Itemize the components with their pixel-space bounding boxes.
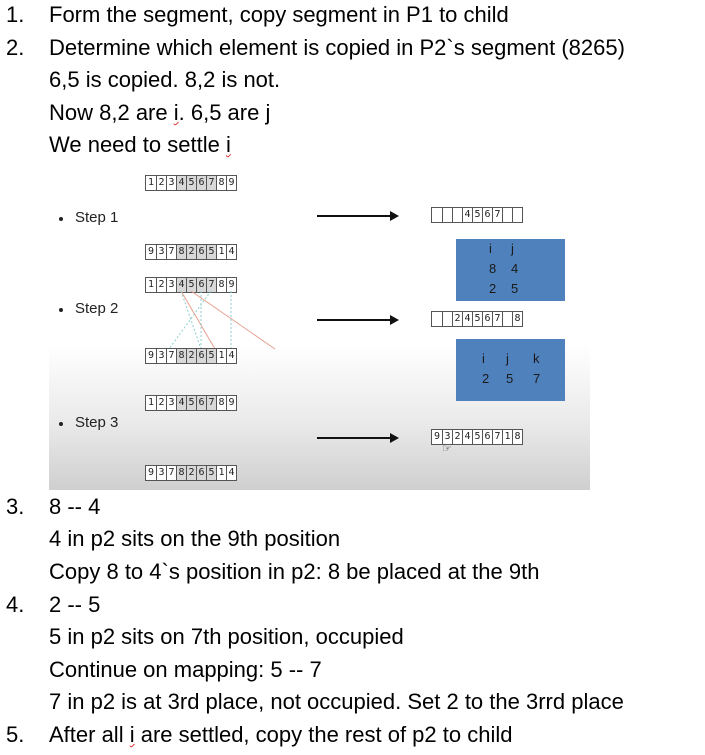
- array-cell: 7: [166, 466, 176, 480]
- array-cell: 2: [156, 278, 166, 292]
- array-cell: [432, 208, 442, 222]
- array-cell: 6: [482, 208, 492, 222]
- array-cell: 7: [206, 396, 216, 410]
- array-cell: 4: [226, 466, 236, 480]
- array-cell: 1: [502, 430, 512, 444]
- array-cell: [432, 312, 442, 326]
- array-cell: 7: [492, 208, 502, 222]
- array-cell: 1: [216, 349, 226, 363]
- array-cell: 7: [492, 312, 502, 326]
- array-cell: 5: [206, 349, 216, 363]
- array-cell: 5: [206, 466, 216, 480]
- array-cell: 7: [166, 349, 176, 363]
- array-cell: 6: [196, 396, 206, 410]
- array-cell: 7: [206, 176, 216, 190]
- array-cell: 2: [186, 466, 196, 480]
- array-cell: 1: [216, 466, 226, 480]
- array-cell: 1: [147, 397, 155, 408]
- mouse-cursor-icon: ☞: [442, 443, 452, 455]
- array-cell: 8: [512, 312, 522, 326]
- array-cell: 8: [176, 245, 186, 259]
- array-cell: [512, 208, 522, 222]
- array-cell: 3: [156, 245, 166, 259]
- array-cell: 6: [482, 430, 492, 444]
- array-cell: 3: [156, 466, 166, 480]
- array-cell: 4: [462, 312, 472, 326]
- array-cell: 5: [472, 312, 482, 326]
- array-cell: 2: [452, 312, 462, 326]
- array-cell: 4: [176, 278, 186, 292]
- array-cell: 6: [196, 176, 206, 190]
- array-cell: 9: [226, 396, 236, 410]
- array-cell: 4: [462, 430, 472, 444]
- array-cell: 5: [186, 176, 196, 190]
- array-cell: 9: [433, 431, 441, 442]
- array-cell: 8: [176, 349, 186, 363]
- array-cell: 3: [166, 396, 176, 410]
- array-cell: [442, 208, 452, 222]
- array-cell: 9: [147, 467, 155, 478]
- array-cell: 5: [472, 430, 482, 444]
- array-cell: 1: [147, 279, 155, 290]
- array-cell: 6: [482, 312, 492, 326]
- array-cell: 2: [156, 396, 166, 410]
- array-cell: 2: [156, 176, 166, 190]
- arrow-step1: [317, 211, 399, 221]
- array-cell: 6: [196, 466, 206, 480]
- arrow-step2: [317, 315, 399, 325]
- array-cell: [442, 312, 452, 326]
- array-cell: 6: [196, 245, 206, 259]
- array-cell: 9: [147, 350, 155, 361]
- array-cell: 5: [186, 396, 196, 410]
- array-cell: 9: [226, 278, 236, 292]
- mapping-box-1: i j 8 4 2 5: [456, 239, 565, 301]
- array-cell: 2: [186, 245, 196, 259]
- array-cell: 1: [147, 177, 155, 188]
- array-cell: 4: [176, 396, 186, 410]
- array-cell: [502, 312, 512, 326]
- array-cell: 5: [186, 278, 196, 292]
- array-cell: 8: [216, 278, 226, 292]
- array-cell: 8: [176, 466, 186, 480]
- array-cell: 4: [226, 245, 236, 259]
- array-cell: 3: [156, 349, 166, 363]
- array-cell: 4: [176, 176, 186, 190]
- array-cell: 7: [206, 278, 216, 292]
- mapping-lines: [168, 291, 276, 350]
- array-cell: 3: [166, 176, 176, 190]
- array-cell: 7: [166, 245, 176, 259]
- array-cell: 7: [492, 430, 502, 444]
- array-cell: 4: [462, 208, 472, 222]
- array-cell: 4: [226, 349, 236, 363]
- array-cell: 6: [196, 278, 206, 292]
- array-cell: 5: [206, 245, 216, 259]
- mapping-box-2: i j k 2 5 7: [456, 339, 565, 401]
- array-cell: 5: [472, 208, 482, 222]
- array-cell: 1: [216, 245, 226, 259]
- array-cell: 9: [226, 176, 236, 190]
- array-cell: 3: [166, 278, 176, 292]
- array-cell: 2: [452, 430, 462, 444]
- array-cell: 8: [216, 176, 226, 190]
- arrow-step3: [317, 433, 399, 443]
- array-cell: 6: [196, 349, 206, 363]
- array-cell: [452, 208, 462, 222]
- array-cell: 2: [186, 349, 196, 363]
- array-cell: 3: [442, 430, 452, 444]
- array-cell: 8: [512, 430, 522, 444]
- array-cell: 8: [216, 396, 226, 410]
- array-cell: [502, 208, 512, 222]
- array-cell: 9: [147, 246, 155, 257]
